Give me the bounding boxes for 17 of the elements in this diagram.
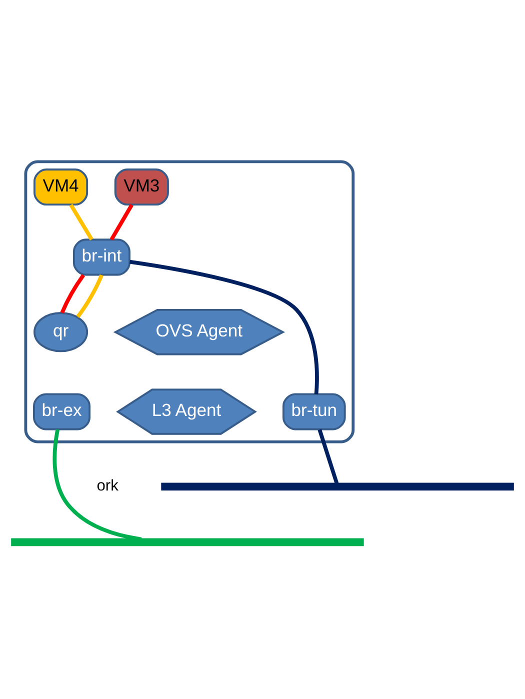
connector: [130, 260, 319, 394]
connector: [60, 274, 86, 314]
label: ork: [96, 477, 118, 494]
node-box: VM3: [114, 168, 169, 206]
node-box: br-int: [72, 238, 130, 276]
node-box: br-tun: [282, 393, 346, 430]
node-bar: [11, 538, 364, 546]
node-bar: [161, 482, 514, 491]
connector: [110, 204, 134, 241]
node-box: VM4: [34, 168, 88, 206]
connector: [318, 429, 339, 484]
node-box: br-ex: [33, 393, 90, 430]
connector: [76, 274, 104, 318]
node-ellipse: qr: [34, 312, 88, 352]
connector: [52, 429, 142, 542]
cluster: [24, 160, 355, 444]
connector: [69, 204, 94, 241]
